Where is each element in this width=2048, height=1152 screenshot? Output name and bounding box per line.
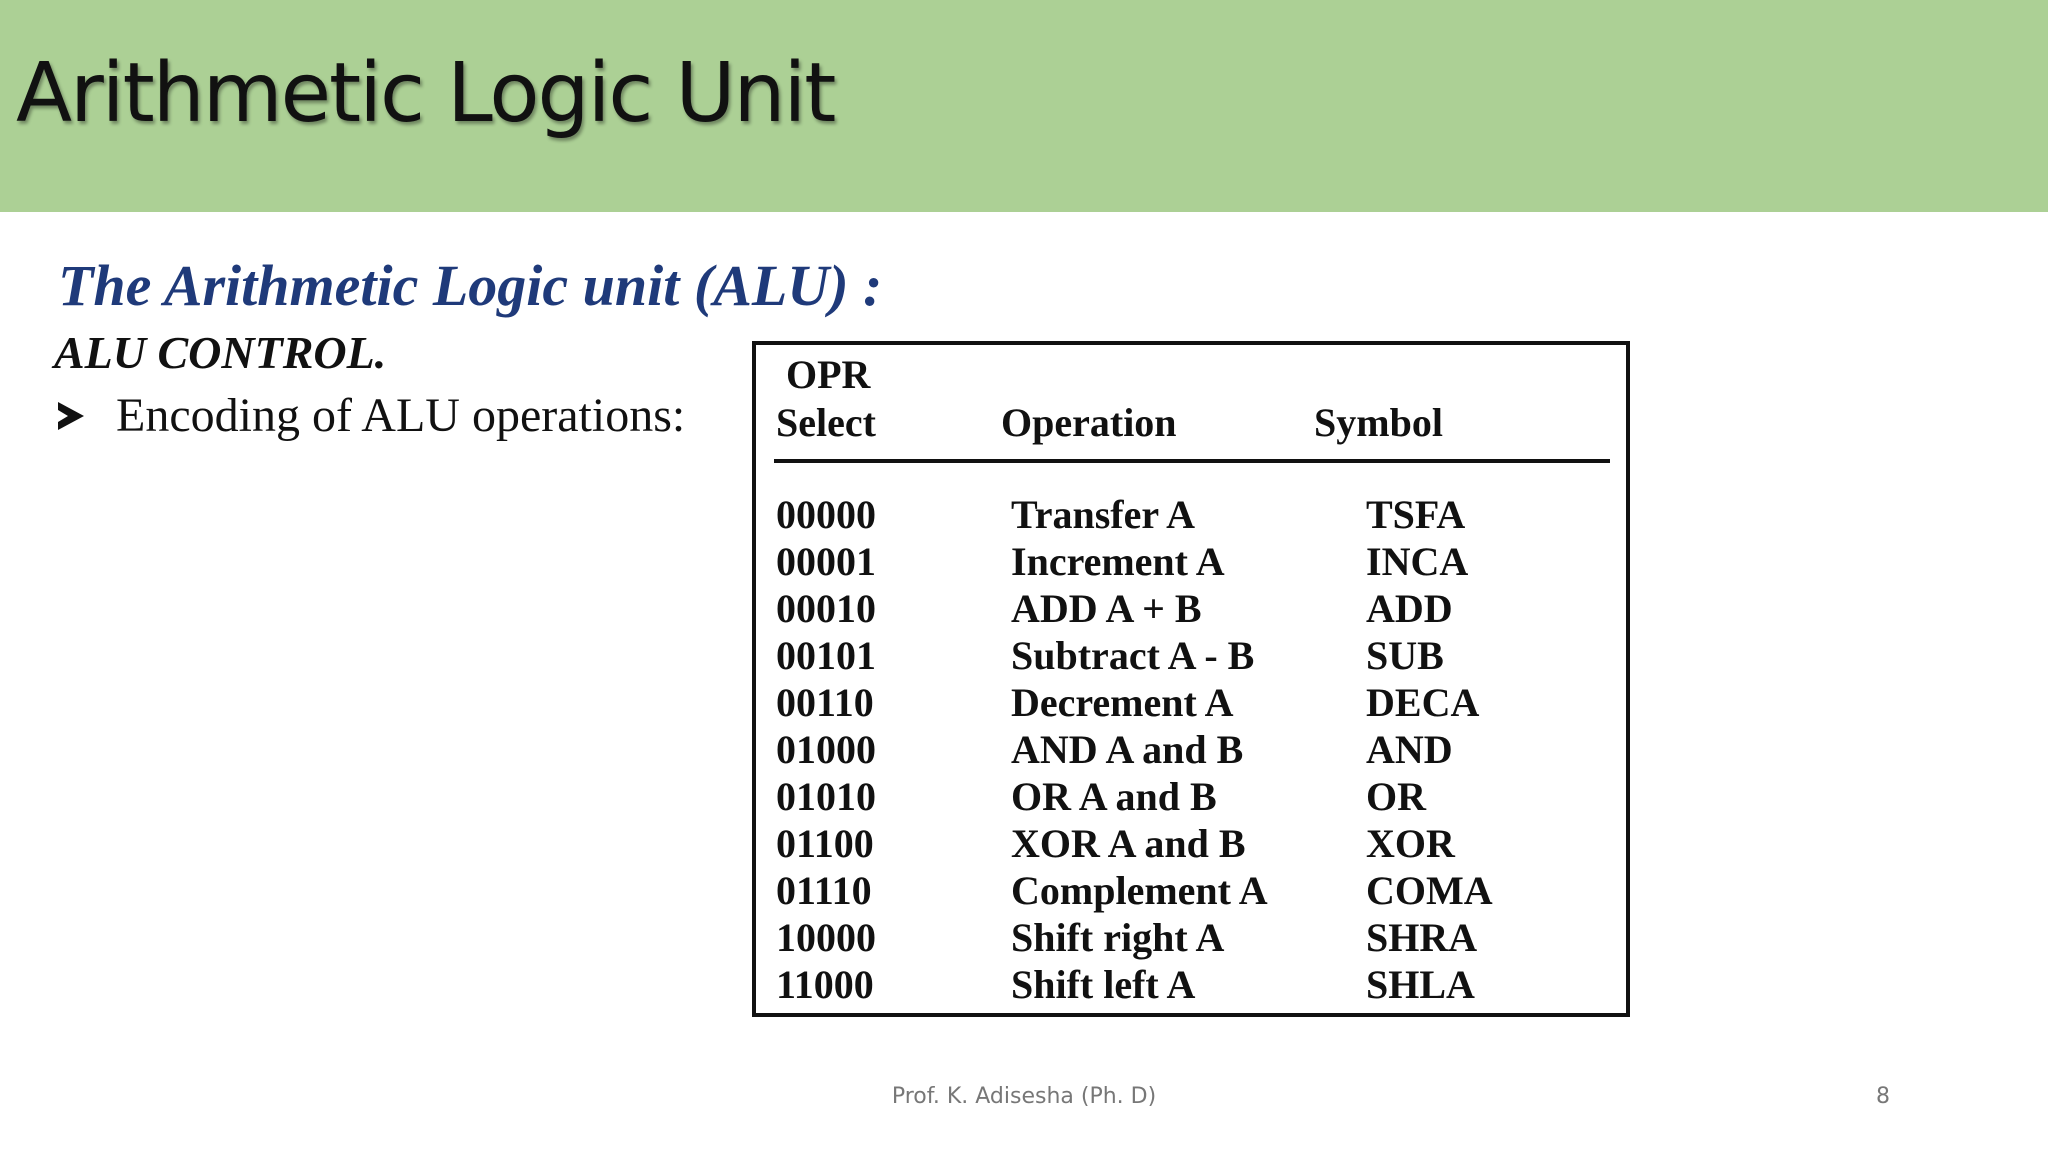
table-row: 00101 Subtract A - B SUB: [756, 632, 1626, 679]
header-symbol: Symbol: [1314, 400, 1443, 445]
opr-select-code: 10000: [776, 915, 876, 960]
operation-symbol: SHLA: [1366, 962, 1475, 1007]
operation-name: Complement A: [1011, 868, 1268, 913]
operation-name: AND A and B: [1011, 727, 1244, 772]
opr-select-code: 00110: [776, 680, 874, 725]
opr-select-code: 01100: [776, 821, 874, 866]
operation-symbol: DECA: [1366, 680, 1480, 725]
operation-name: ADD A + B: [1011, 586, 1202, 631]
opr-select-code: 00101: [776, 633, 876, 678]
header-opr: OPR: [786, 352, 871, 397]
table-row: 00001 Increment A INCA: [756, 538, 1626, 585]
table-row: 00010 ADD A + B ADD: [756, 585, 1626, 632]
footer-author: Prof. K. Adisesha (Ph. D): [891, 1084, 1157, 1109]
operation-symbol: TSFA: [1366, 492, 1466, 537]
operation-symbol: AND: [1366, 727, 1453, 772]
header-operation: Operation: [1001, 400, 1177, 445]
operation-symbol: XOR: [1366, 821, 1455, 866]
slide-subheading: The Arithmetic Logic unit (ALU) :: [58, 253, 883, 318]
table-body: 00000 Transfer A TSFA 00001 Increment A …: [756, 491, 1626, 1008]
bullet-text: Encoding of ALU operations:: [116, 389, 686, 442]
table-row: 11000 Shift left A SHLA: [756, 961, 1626, 1008]
header-divider: [774, 459, 1610, 463]
operation-name: Shift right A: [1011, 915, 1225, 960]
operation-symbol: OR: [1366, 774, 1426, 819]
header-select: Select: [776, 400, 876, 445]
operation-symbol: SUB: [1366, 633, 1444, 678]
opr-select-code: 00000: [776, 492, 876, 537]
operation-name: Subtract A - B: [1011, 633, 1255, 678]
alu-control-heading: ALU CONTROL.: [54, 327, 387, 378]
operation-name: XOR A and B: [1011, 821, 1246, 866]
table-row: 00000 Transfer A TSFA: [756, 491, 1626, 538]
operation-name: Increment A: [1011, 539, 1225, 584]
table-row: 01000 AND A and B AND: [756, 726, 1626, 773]
page-number: 8: [1876, 1084, 1890, 1109]
arrow-bullet-icon: [58, 401, 84, 430]
table-row: 01010 OR A and B OR: [756, 773, 1626, 820]
operation-symbol: SHRA: [1366, 915, 1478, 960]
operation-name: OR A and B: [1011, 774, 1217, 819]
bullet-item: Encoding of ALU operations:: [58, 388, 685, 443]
table-row: 00110 Decrement A DECA: [756, 679, 1626, 726]
operation-name: Decrement A: [1011, 680, 1234, 725]
operation-name: Transfer A: [1011, 492, 1196, 537]
table-row: 01110 Complement A COMA: [756, 867, 1626, 914]
opr-select-code: 00010: [776, 586, 876, 631]
operation-symbol: ADD: [1366, 586, 1453, 631]
operation-name: Shift left A: [1011, 962, 1196, 1007]
operation-symbol: COMA: [1366, 868, 1493, 913]
opr-select-code: 01110: [776, 868, 872, 913]
alu-operations-table: OPR Select Operation Symbol 00000 Transf…: [752, 341, 1630, 1017]
table-row: 01100 XOR A and B XOR: [756, 820, 1626, 867]
opr-select-code: 01010: [776, 774, 876, 819]
title-bar: Arithmetic Logic Unit: [0, 0, 2048, 212]
opr-select-code: 01000: [776, 727, 876, 772]
operation-symbol: INCA: [1366, 539, 1469, 584]
slide-title: Arithmetic Logic Unit: [16, 46, 836, 141]
opr-select-code: 00001: [776, 539, 876, 584]
opr-select-code: 11000: [776, 962, 874, 1007]
table-row: 10000 Shift right A SHRA: [756, 914, 1626, 961]
